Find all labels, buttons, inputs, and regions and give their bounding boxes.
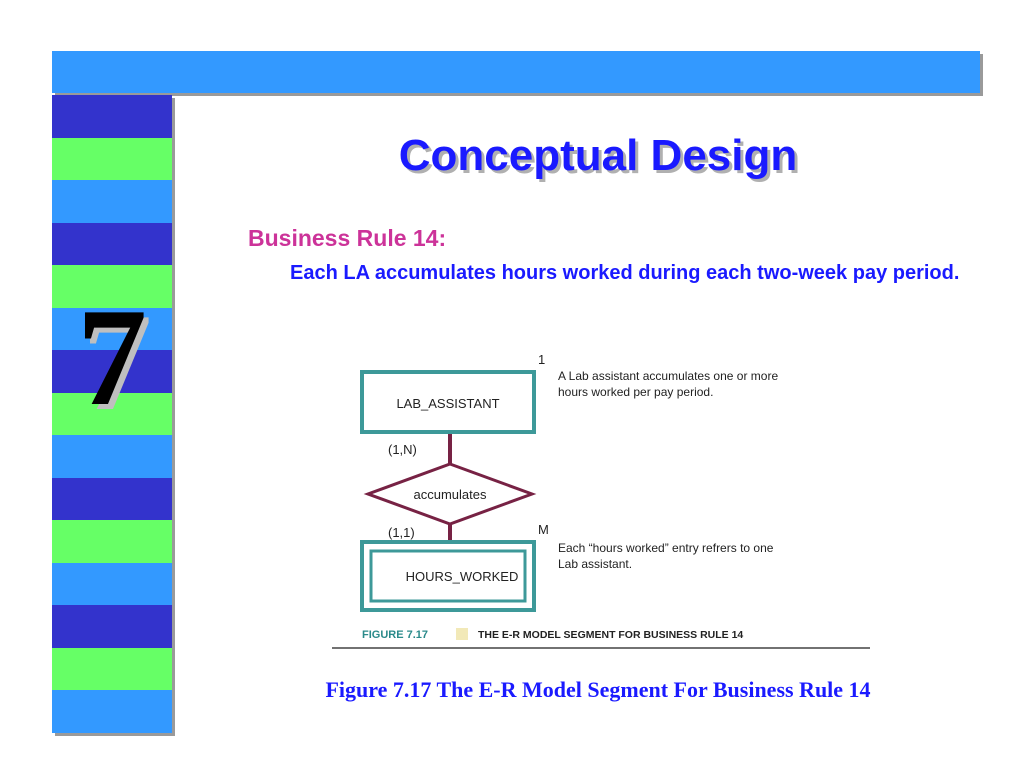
note-hours-worked-line-1: Each “hours worked” entry refrers to one — [558, 541, 774, 555]
side-stripe-1 — [52, 95, 172, 138]
entity-hours-worked-outer-box — [360, 540, 536, 612]
business-rule-heading: Business Rule 14: — [248, 225, 447, 251]
side-stripe-10 — [52, 477, 172, 521]
figure-caption: Figure 7.17 The E-R Model Segment For Bu… — [325, 677, 871, 702]
chapter-number: 7 — [77, 280, 147, 435]
note-lab-assistant-line-2: hours worked per pay period. — [558, 385, 713, 399]
side-stripe-5 — [52, 265, 172, 308]
slide-title: Conceptual Design — [398, 131, 798, 180]
side-stripe-9 — [52, 435, 172, 478]
entity-hours-worked-label: HOURS_WORKED — [406, 569, 519, 584]
business-rule-text: Each LA accumulates hours worked during … — [290, 262, 960, 284]
entity-hours-worked-inner-box — [369, 549, 527, 603]
figure-label-swatch — [456, 628, 468, 640]
side-stripe-15 — [52, 690, 172, 733]
side-stripe-4 — [52, 222, 172, 266]
figure-number-label: FIGURE 7.17 — [362, 629, 428, 641]
cardinality-many: M — [538, 522, 549, 537]
side-stripe-8 — [52, 392, 172, 436]
cardinality-one: 1 — [538, 352, 545, 367]
side-stripe-3 — [52, 180, 172, 223]
side-stripe-13 — [52, 605, 172, 648]
side-stripe-2 — [52, 137, 172, 181]
side-stripe-14 — [52, 647, 172, 691]
entity-lab-assistant-box — [360, 370, 536, 434]
participation-one-one: (1,1) — [388, 525, 415, 540]
figure-title-label: THE E-R MODEL SEGMENT FOR BUSINESS RULE … — [478, 629, 743, 641]
top-bar — [52, 51, 980, 93]
side-stripe-strip — [52, 95, 172, 733]
relationship-diamond — [363, 462, 537, 526]
side-stripe-12 — [52, 562, 172, 606]
note-hours-worked-line-2: Lab assistant. — [558, 557, 632, 571]
note-lab-assistant-line-1: A Lab assistant accumulates one or more — [558, 369, 778, 383]
relationship-label: accumulates — [414, 487, 487, 502]
side-stripe-7 — [52, 350, 172, 393]
participation-one-n: (1,N) — [388, 442, 417, 457]
side-stripe-6 — [52, 307, 172, 351]
entity-lab-assistant-label: LAB_ASSISTANT — [396, 396, 499, 411]
side-stripe-11 — [52, 520, 172, 563]
er-diagram: accumulates LAB_ASSISTANT HOURS_WORKED 1… — [332, 352, 870, 649]
